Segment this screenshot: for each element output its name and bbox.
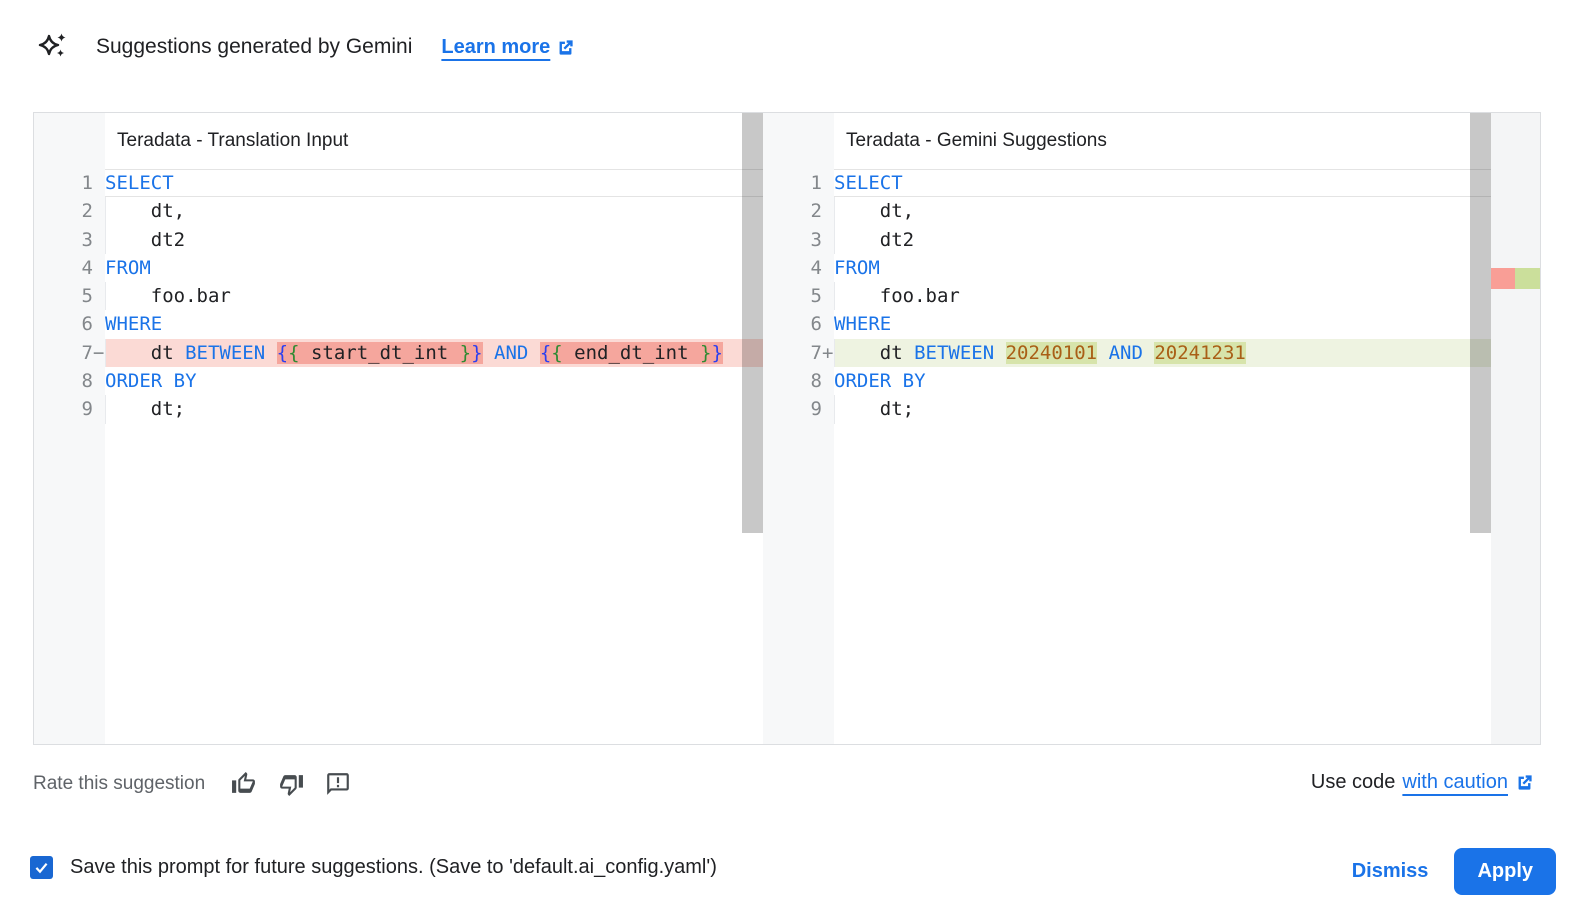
code-line: 2 dt, xyxy=(763,197,1491,225)
pane-title: Teradata - Translation Input xyxy=(117,130,349,151)
code-line-content[interactable]: WHERE xyxy=(105,313,163,336)
feedback-icon xyxy=(327,773,350,795)
line-number: 7− xyxy=(34,339,105,367)
dismiss-button[interactable]: Dismiss xyxy=(1334,850,1447,893)
scrollbar-thumb[interactable] xyxy=(1470,113,1491,533)
thumb-down-button[interactable] xyxy=(276,769,306,799)
rate-row: Rate this suggestion xyxy=(33,769,353,799)
code-line-content[interactable]: dt, xyxy=(834,197,1491,225)
pane-title: Teradata - Gemini Suggestions xyxy=(846,130,1107,151)
code-line-content[interactable]: SELECT xyxy=(105,169,763,198)
line-number: 5 xyxy=(810,285,822,308)
line-number: 2 xyxy=(81,200,93,223)
code-line-content[interactable]: foo.bar xyxy=(105,282,763,310)
thumb-down-icon xyxy=(280,775,304,796)
diff-overview-ruler[interactable] xyxy=(1491,113,1540,744)
code-line: 1 SELECT xyxy=(763,169,1491,198)
rate-label: Rate this suggestion xyxy=(33,773,206,794)
line-number: 4 xyxy=(810,256,822,279)
code-line-content[interactable]: dt; xyxy=(834,395,1491,423)
dialog-actions: Dismiss Apply xyxy=(1334,848,1556,895)
with-caution-link[interactable]: with caution xyxy=(1402,771,1508,793)
line-number-gutter xyxy=(34,113,105,744)
line-number: 9 xyxy=(81,398,93,421)
line-number: 1 xyxy=(810,172,822,194)
code-line: 4 FROM xyxy=(763,254,1491,282)
gemini-sparkle-icon xyxy=(38,33,66,57)
thumb-up-button[interactable] xyxy=(229,769,259,799)
code-line: 5 foo.bar xyxy=(34,282,763,310)
code-line: 7− dt BETWEEN {{ start_dt_int }} AND {{ … xyxy=(34,338,763,368)
code-line-content[interactable]: FROM xyxy=(834,256,880,279)
line-number: 8 xyxy=(810,370,822,393)
code-line: 8 ORDER BY xyxy=(763,367,1491,395)
external-link-icon xyxy=(1518,775,1532,790)
code-line-content[interactable]: dt BETWEEN {{ start_dt_int }} AND {{ end… xyxy=(105,338,763,368)
code-line: 9 dt; xyxy=(763,395,1491,423)
line-number: 2 xyxy=(810,200,822,223)
code-line-content[interactable]: ORDER BY xyxy=(834,370,926,393)
line-number: 9 xyxy=(810,398,822,421)
code-line: 7+ dt BETWEEN 20240101 AND 20241231 xyxy=(763,338,1491,368)
pane-header: Teradata - Translation Input xyxy=(34,113,348,169)
save-prompt-label: Save this prompt for future suggestions.… xyxy=(70,856,717,878)
code-line-content[interactable]: dt BETWEEN 20240101 AND 20241231 xyxy=(834,338,1491,368)
line-number: 6 xyxy=(810,313,822,336)
diff-sign: − xyxy=(93,341,105,364)
pane-header: Teradata - Gemini Suggestions xyxy=(763,113,1107,169)
rate-icons xyxy=(229,769,353,799)
learn-more-link[interactable]: Learn more xyxy=(441,36,575,59)
code-line: 3 dt2 xyxy=(34,226,763,254)
code-line: 6 WHERE xyxy=(763,310,1491,338)
removed-diff-mark xyxy=(1491,268,1515,289)
line-number: 3 xyxy=(81,228,93,251)
code-line-content[interactable]: ORDER BY xyxy=(105,370,197,393)
code-line: 5 foo.bar xyxy=(763,282,1491,310)
checkmark-icon xyxy=(35,862,48,874)
code-line: 3 dt2 xyxy=(763,226,1491,254)
code-line: 9 dt; xyxy=(34,395,763,423)
line-number-gutter xyxy=(763,113,834,744)
code-line-content[interactable]: dt2 xyxy=(105,226,763,254)
code-line-content[interactable]: foo.bar xyxy=(834,282,1491,310)
code-line-content[interactable]: dt, xyxy=(105,197,763,225)
use-code-caution: Use code with caution xyxy=(1311,771,1534,794)
diff-sign: + xyxy=(822,341,834,364)
code-line: 8 ORDER BY xyxy=(34,367,763,395)
external-link-icon xyxy=(559,39,573,55)
line-number: 3 xyxy=(810,228,822,251)
code-line: 1 SELECT xyxy=(34,169,763,198)
added-diff-mark xyxy=(1515,268,1540,289)
line-number: 5 xyxy=(81,285,93,308)
header: Suggestions generated by Gemini Learn mo… xyxy=(36,30,575,64)
use-code-label: Use code xyxy=(1310,771,1396,793)
code-line-content[interactable]: WHERE xyxy=(834,313,892,336)
code-line-content[interactable]: dt; xyxy=(105,395,763,423)
line-number: 1 xyxy=(81,172,93,194)
feedback-button[interactable] xyxy=(323,769,353,799)
line-number: 8 xyxy=(81,370,93,393)
save-prompt-checkbox[interactable] xyxy=(30,856,53,879)
code-line-content[interactable]: dt2 xyxy=(834,226,1491,254)
code-line-content[interactable]: SELECT xyxy=(834,169,1491,198)
save-prompt-row: Save this prompt for future suggestions.… xyxy=(30,856,717,879)
code-line: 4 FROM xyxy=(34,254,763,282)
code-line: 2 dt, xyxy=(34,197,763,225)
line-number: 7+ xyxy=(763,339,834,367)
page-title: Suggestions generated by Gemini xyxy=(96,35,413,58)
code-line: 6 WHERE xyxy=(34,310,763,338)
apply-button[interactable]: Apply xyxy=(1454,848,1556,895)
line-number: 4 xyxy=(81,256,93,279)
line-number: 6 xyxy=(81,313,93,336)
code-line-content[interactable]: FROM xyxy=(105,256,151,279)
thumb-up-icon xyxy=(232,772,256,793)
scrollbar-thumb[interactable] xyxy=(742,113,763,533)
